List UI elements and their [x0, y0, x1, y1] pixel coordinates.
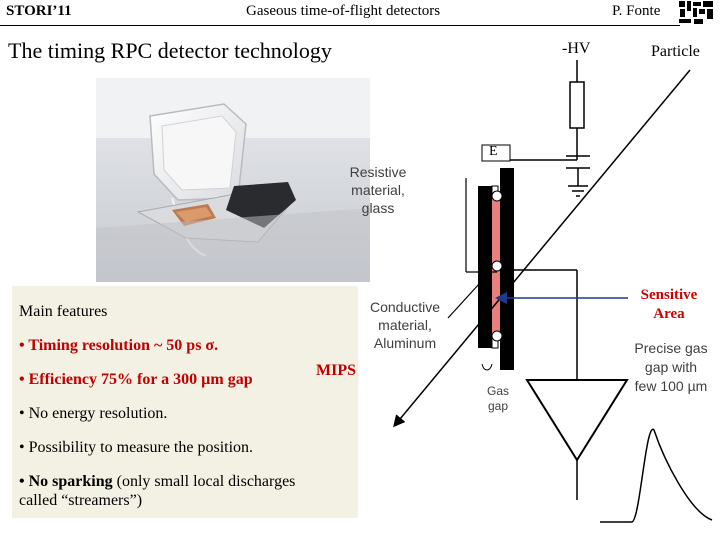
particle-label: Particle — [651, 43, 700, 60]
feature-position: • Possibility to measure the position. — [19, 439, 254, 456]
header-center: Gaseous time-of-flight detectors — [246, 3, 441, 19]
resistive-material-label: Resistive material, glass — [349, 164, 407, 216]
feature-sparking-line2: called “streamers”) — [19, 492, 143, 509]
feature-sparking-rest: (only small local discharges — [112, 473, 296, 490]
header-right: P. Fonte — [612, 3, 661, 19]
features-heading: Main features — [19, 303, 108, 320]
feature-sparking: • No sparking (only small local discharg… — [19, 472, 295, 491]
feature-energy: • No energy resolution. — [19, 405, 168, 422]
feature-efficiency: • Efficiency 75% for a 300 µm gap — [19, 371, 253, 388]
conductive-material-label: Conductive material, Aluminum — [369, 299, 441, 351]
header-divider — [0, 25, 680, 26]
conference-logo-icon — [677, 0, 715, 25]
hv-label: -HV — [562, 40, 591, 57]
header-left: STORI’11 — [6, 3, 72, 19]
precise-gas-gap-label: Precise gas gap with few 100 µm — [634, 340, 708, 394]
feature-sparking-bold: • No sparking — [19, 473, 113, 490]
rpc-detector-photo — [96, 78, 370, 282]
sensitive-area-label: Sensitive Area — [640, 287, 698, 322]
feature-timing: • Timing resolution ~ 50 ps σ. — [19, 337, 219, 354]
mips-label: MIPS — [316, 362, 356, 379]
page-title: The timing RPC detector technology — [8, 38, 332, 63]
features-box: Main features • Timing resolution ~ 50 p… — [12, 286, 358, 518]
e-field-label: E — [489, 144, 498, 159]
gas-gap-label: Gas gap — [486, 384, 509, 413]
